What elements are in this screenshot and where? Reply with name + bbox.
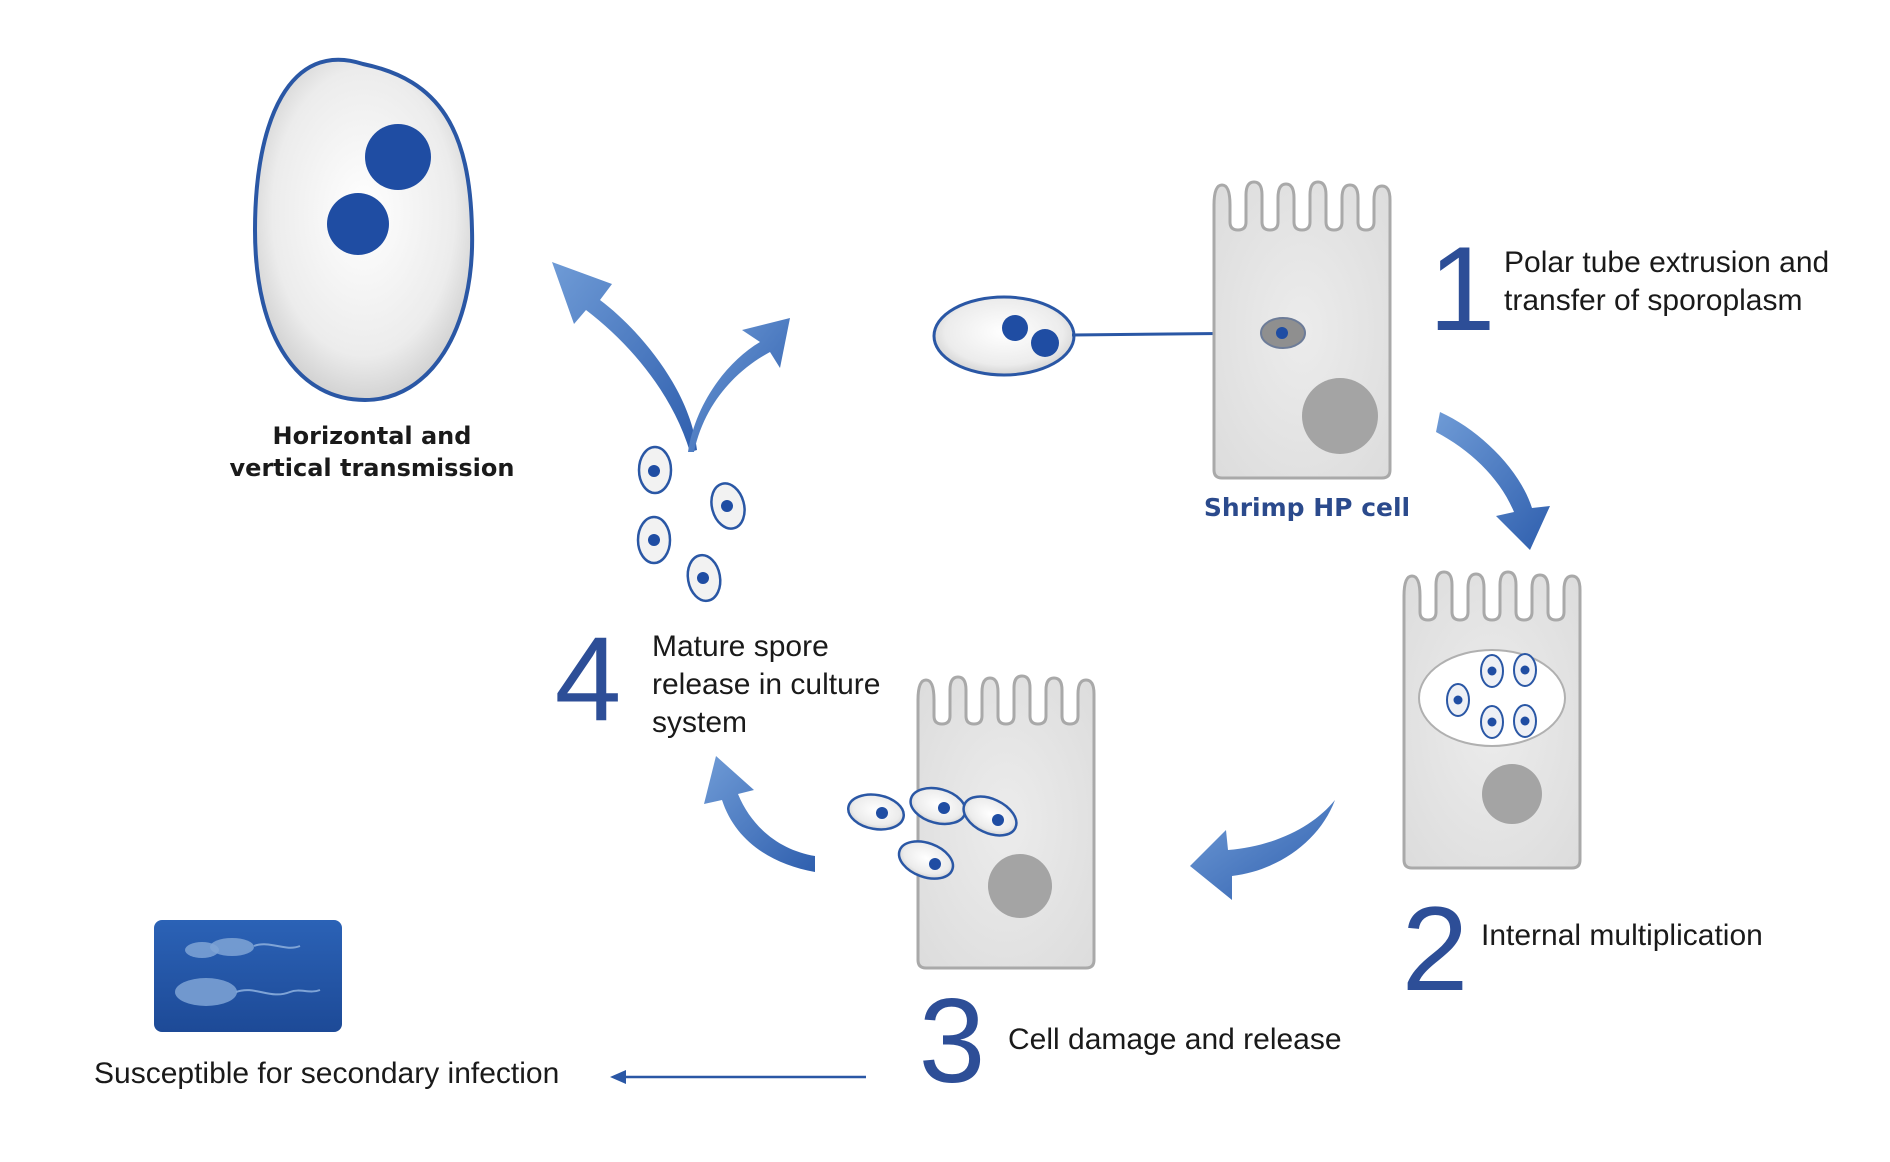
step4-label-line2: release in culture (652, 668, 880, 701)
step1-label-line1: Polar tube extrusion and (1504, 246, 1829, 279)
small-spore (637, 445, 673, 495)
step3-label: Cell damage and release (1008, 1023, 1342, 1056)
cell-name-label: Shrimp HP cell (1204, 493, 1410, 522)
step-number-1: 1 (1429, 222, 1496, 356)
spore-nucleus-icon (365, 124, 431, 190)
bacterium-icon (210, 938, 254, 956)
step4-label-line3: system (652, 706, 747, 739)
spore-nucleus-icon (327, 193, 389, 255)
step-number-4: 4 (555, 612, 622, 746)
step1-label-line2: transfer of sporoplasm (1504, 284, 1802, 317)
escaping-spores (847, 786, 1018, 880)
dividing-spores (1446, 653, 1537, 739)
secondary-infection-label: Susceptible for secondary infection (94, 1057, 559, 1090)
transmission-label-line1: Horizontal and (273, 422, 472, 450)
cell-nucleus (988, 854, 1052, 918)
small-spore (636, 515, 672, 565)
small-spore (710, 482, 746, 530)
cycle-arrow-2-to-3 (1190, 800, 1335, 900)
large-spore (252, 57, 475, 403)
infecting-spore (932, 295, 1276, 377)
step-number-2: 2 (1402, 882, 1469, 1016)
secondary-infection-arrow (610, 1070, 866, 1084)
small-spore (686, 553, 722, 603)
bacteria-panel (154, 920, 342, 1032)
step-number-3: 3 (919, 974, 986, 1108)
cell-nucleus (1482, 764, 1542, 824)
shrimp-hp-cell (1212, 180, 1392, 480)
cycle-arrow-3-to-4 (704, 756, 815, 872)
infected-cell-multiplication (1402, 570, 1582, 870)
step4-label-line1: Mature spore (652, 630, 829, 663)
bacterium-icon (175, 978, 237, 1006)
cell-nucleus (1302, 378, 1378, 454)
cycle-arrow-1-to-2 (1436, 412, 1550, 550)
transmission-label-line2: vertical transmission (230, 454, 515, 482)
step2-label: Internal multiplication (1481, 919, 1763, 952)
release-arrows (552, 262, 790, 452)
released-spores (636, 445, 746, 603)
